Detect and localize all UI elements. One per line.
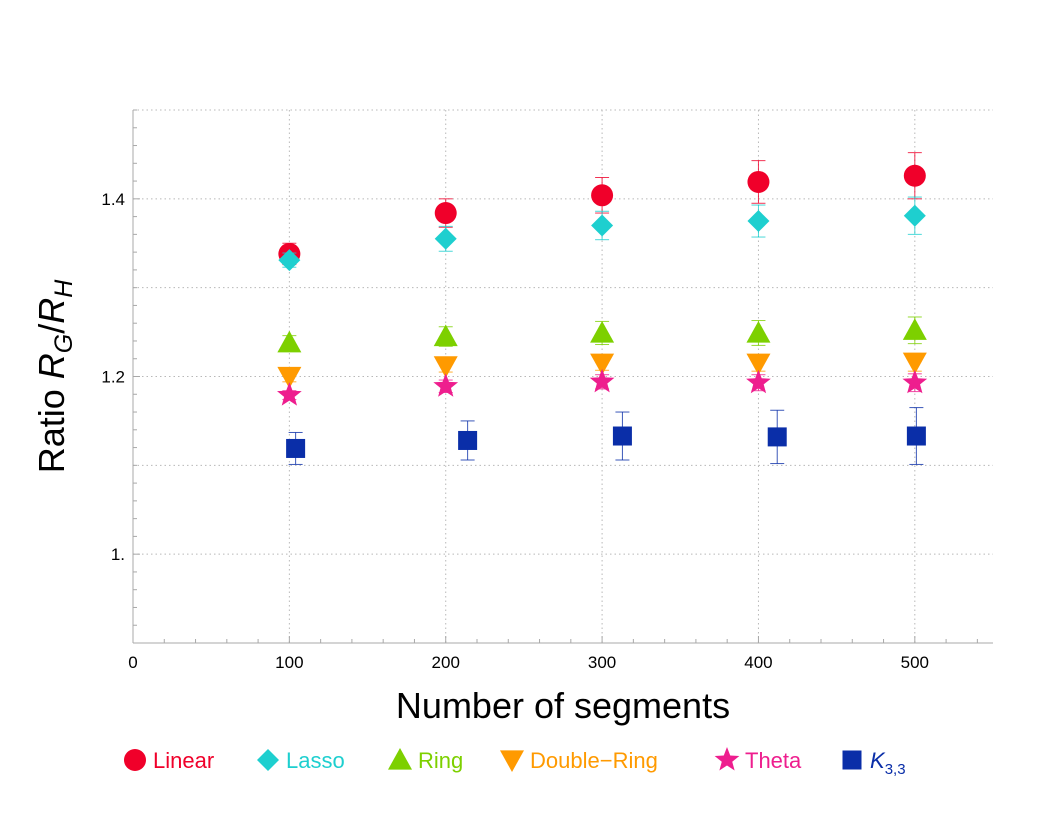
legend-label: Theta bbox=[745, 748, 802, 773]
data-point bbox=[433, 324, 458, 347]
legend-marker bbox=[842, 750, 862, 770]
legend-label: Double−Ring bbox=[530, 748, 658, 773]
data-point bbox=[434, 227, 457, 250]
data-point bbox=[590, 353, 615, 376]
legend-marker bbox=[257, 749, 279, 771]
y-axis-title-numerator-sub: G bbox=[50, 334, 78, 353]
legend-item: Linear bbox=[124, 748, 214, 773]
data-point bbox=[286, 438, 306, 458]
data-point bbox=[277, 366, 302, 389]
legend-label-text: Linear bbox=[153, 748, 214, 773]
y-tick-label: 1.4 bbox=[101, 190, 125, 209]
data-point bbox=[903, 204, 926, 227]
series-linear bbox=[278, 152, 926, 266]
y-axis-title: Ratio RG/RH bbox=[31, 279, 78, 474]
x-tick-label: 0 bbox=[128, 653, 137, 672]
x-tick-label: 200 bbox=[432, 653, 460, 672]
legend-item: Theta bbox=[714, 747, 802, 773]
data-point bbox=[277, 330, 302, 353]
y-axis-title-denominator-sub: H bbox=[50, 279, 78, 298]
legend-label-text: K bbox=[870, 748, 886, 773]
legend-label-text: Double−Ring bbox=[530, 748, 658, 773]
axes bbox=[132, 109, 993, 644]
data-point bbox=[278, 249, 301, 272]
legend-marker bbox=[124, 749, 146, 771]
y-tick-label: 1.2 bbox=[101, 368, 125, 387]
legend-label-text: Lasso bbox=[286, 748, 345, 773]
data-point bbox=[902, 352, 927, 375]
data-point bbox=[902, 369, 928, 394]
data-point bbox=[434, 202, 457, 225]
y-axis-title-slash: / bbox=[31, 324, 72, 334]
x-tick-label: 500 bbox=[901, 653, 929, 672]
y-axis-title-prefix: Ratio bbox=[31, 379, 72, 473]
data-point bbox=[747, 210, 770, 233]
data-point bbox=[433, 356, 458, 378]
x-axis-title: Number of segments bbox=[396, 685, 730, 726]
data-series bbox=[277, 152, 928, 465]
legend-label-text: Ring bbox=[418, 748, 463, 773]
data-point bbox=[902, 318, 927, 340]
legend-marker bbox=[714, 747, 740, 771]
x-tick-label: 300 bbox=[588, 653, 616, 672]
axis-titles: Number of segments Ratio RG/RH bbox=[31, 279, 730, 726]
legend-label: Linear bbox=[153, 748, 214, 773]
legend-marker bbox=[388, 748, 412, 770]
y-tick-label: 1. bbox=[111, 545, 125, 564]
legend-item: Ring bbox=[388, 748, 463, 773]
data-point bbox=[747, 170, 770, 193]
tick-labels: 0 100 200 300 400 500 1. 1.2 1.4 bbox=[101, 190, 929, 672]
series-theta bbox=[277, 368, 928, 406]
data-point bbox=[746, 320, 771, 343]
data-point bbox=[433, 373, 459, 397]
legend-item: Lasso bbox=[257, 748, 345, 773]
legend-marker bbox=[500, 750, 524, 772]
y-axis-title-denominator: R bbox=[31, 298, 72, 324]
data-point bbox=[591, 214, 614, 237]
data-point bbox=[746, 353, 771, 376]
legend-item: K3,3 bbox=[842, 748, 906, 778]
series-k bbox=[286, 407, 926, 465]
legend: Linear Lasso Ring Double−Ring Theta K3,3 bbox=[124, 747, 906, 778]
data-point bbox=[277, 382, 302, 406]
legend-label: K3,3 bbox=[870, 748, 906, 778]
legend-label: Ring bbox=[418, 748, 463, 773]
data-point bbox=[612, 426, 632, 446]
data-point bbox=[906, 426, 926, 446]
x-tick-label: 400 bbox=[744, 653, 772, 672]
series-ring bbox=[277, 316, 927, 353]
data-point bbox=[590, 320, 615, 343]
legend-label: Lasso bbox=[286, 748, 345, 773]
y-axis-title-numerator: R bbox=[31, 353, 72, 379]
legend-label-text: Theta bbox=[745, 748, 802, 773]
grid bbox=[133, 109, 993, 643]
data-point bbox=[589, 368, 615, 393]
data-point bbox=[746, 369, 771, 394]
data-point bbox=[458, 430, 478, 450]
series-lasso bbox=[278, 196, 926, 272]
legend-label-subscript: 3,3 bbox=[885, 761, 906, 778]
data-point bbox=[767, 427, 787, 447]
data-point bbox=[903, 164, 926, 187]
x-tick-label: 100 bbox=[275, 653, 303, 672]
series-double-ring bbox=[277, 352, 927, 389]
data-point bbox=[591, 184, 614, 207]
legend-item: Double−Ring bbox=[500, 748, 658, 773]
